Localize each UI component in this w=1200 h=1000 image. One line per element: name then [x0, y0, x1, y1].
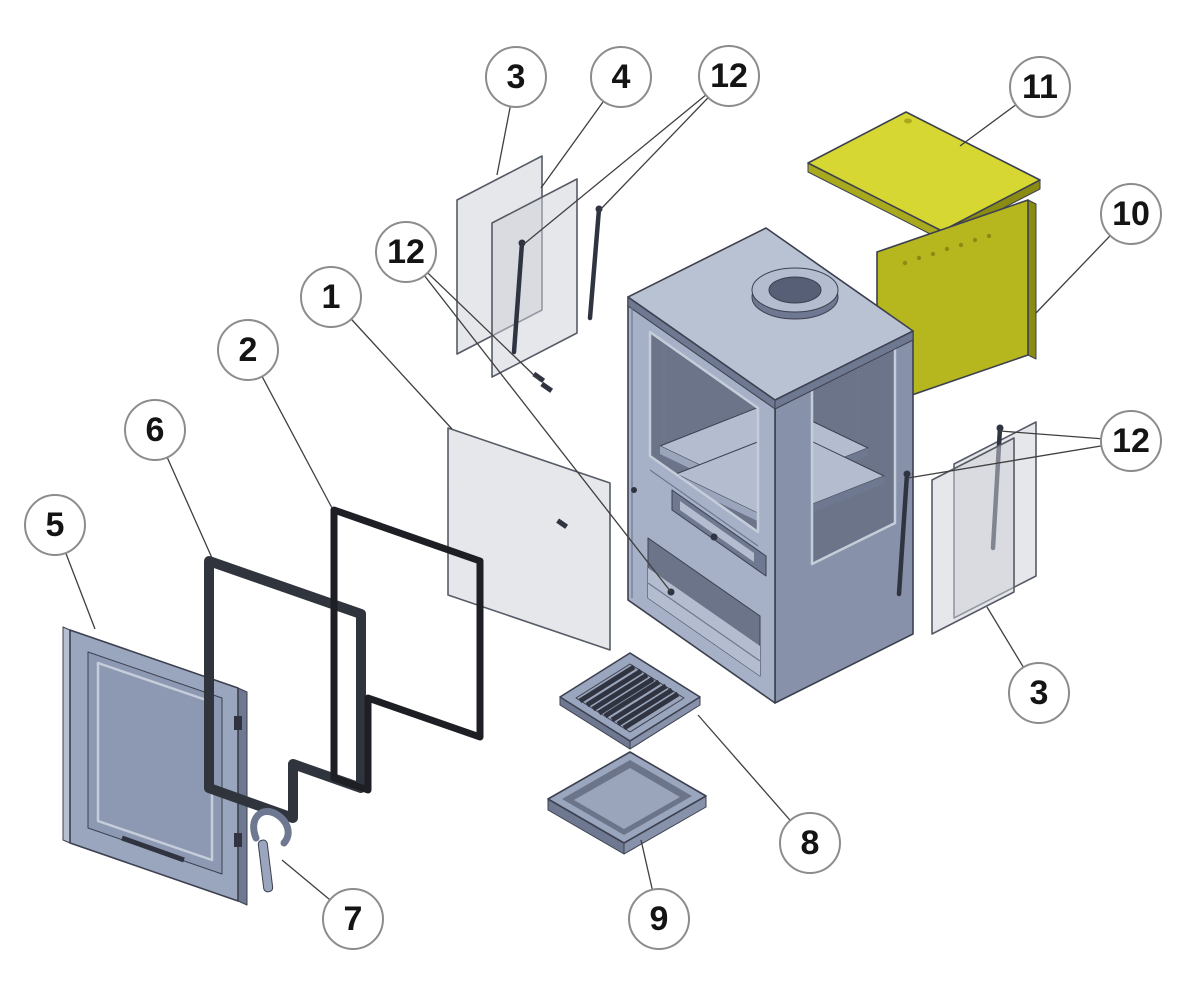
callout-balloon-4: 4 — [590, 46, 652, 108]
glass-clip — [532, 371, 546, 383]
callout-balloon-9: 9 — [628, 888, 690, 950]
door-hinge-tab — [234, 833, 242, 847]
balloon-number: 3 — [507, 58, 526, 96]
callout-balloon-6: 6 — [124, 399, 186, 461]
front-window-frame — [648, 330, 760, 534]
glass-clamp-rod — [896, 471, 910, 597]
balloon-circle — [124, 399, 186, 461]
side-panel-holes — [902, 233, 992, 266]
leader-line — [907, 440, 1132, 479]
right-glass-assembly — [896, 421, 1037, 635]
glass-clamp-rod — [587, 206, 602, 321]
callout-balloon-11: 11 — [1009, 56, 1071, 118]
balloon-circle — [485, 46, 547, 108]
stove-body — [627, 227, 914, 704]
rod-stud — [595, 205, 603, 213]
door-window-line — [96, 661, 214, 862]
callout-balloon-2: 2 — [217, 319, 279, 381]
hinge-pin — [631, 487, 637, 493]
balloon-number: 1 — [322, 278, 341, 316]
callout-balloon-12: 12 — [698, 45, 760, 107]
right-side-glass-front — [931, 437, 1015, 635]
balloon-circle — [1100, 410, 1162, 472]
balloon-number: 7 — [344, 900, 363, 938]
door-gasket — [330, 506, 484, 794]
balloon-number: 9 — [650, 900, 669, 938]
balloon-number: 12 — [710, 57, 748, 95]
rod-stud — [903, 470, 911, 478]
rod-stud — [996, 424, 1004, 432]
balloon-number: 12 — [1112, 422, 1150, 460]
door-hinge-tab — [234, 716, 242, 730]
door — [62, 626, 248, 906]
leader-line — [523, 75, 730, 245]
left-glass-assembly — [456, 155, 603, 393]
door-slot — [121, 835, 185, 863]
glass-clip — [540, 381, 554, 393]
balloon-circle — [1009, 56, 1071, 118]
callout-balloon-3: 3 — [485, 46, 547, 108]
side-panel-edge — [1027, 199, 1037, 360]
balloon-number: 5 — [46, 506, 65, 544]
top-panel-hole — [904, 118, 912, 124]
pan-floor — [574, 768, 680, 829]
balloon-number: 10 — [1112, 195, 1150, 233]
front-glass-pane — [447, 427, 611, 651]
balloon-circle — [698, 45, 760, 107]
callout-balloon-8: 8 — [779, 812, 841, 874]
door-inner-panel — [87, 651, 223, 875]
flue-opening — [768, 276, 822, 304]
flue-collar — [751, 267, 839, 320]
door-handle — [250, 808, 292, 893]
door-left-edge — [62, 626, 71, 844]
balloon-circle — [1100, 183, 1162, 245]
callout-balloon-12: 12 — [375, 221, 437, 283]
balloon-circle — [300, 266, 362, 328]
balloon-number: 4 — [612, 58, 631, 96]
balloon-number: 6 — [146, 411, 165, 449]
ash-pan — [547, 751, 707, 855]
air-slider — [680, 501, 754, 562]
balloon-circle — [375, 221, 437, 283]
handle-hook — [250, 808, 292, 847]
top-panel-surface — [807, 111, 1041, 232]
balloon-circle — [322, 888, 384, 950]
balloon-number: 3 — [1030, 674, 1049, 712]
air-control-recess — [671, 489, 767, 577]
balloon-number: 12 — [387, 233, 425, 271]
rod-stud — [518, 239, 526, 247]
leader-line — [405, 251, 541, 382]
callout-balloon-3: 3 — [1008, 662, 1070, 724]
callout-balloon-7: 7 — [322, 888, 384, 950]
handle-shaft — [257, 839, 274, 893]
left-side-glass-inner — [491, 178, 578, 378]
top-cover-panel — [807, 111, 1041, 241]
balloon-number: 8 — [801, 824, 820, 862]
leader-line — [598, 75, 730, 212]
balloon-circle — [217, 319, 279, 381]
glass-retainer-frame — [204, 556, 366, 823]
glass-clamp-rod — [511, 240, 525, 355]
balloon-number: 11 — [1022, 68, 1058, 106]
balloon-circle — [779, 812, 841, 874]
air-knob — [710, 533, 718, 541]
grate-slots — [578, 664, 680, 731]
callout-balloon-5: 5 — [24, 494, 86, 556]
callout-balloon-1: 1 — [300, 266, 362, 328]
balloon-number: 2 — [239, 331, 258, 369]
balloon-circle — [1008, 662, 1070, 724]
callout-balloon-12: 12 — [1100, 410, 1162, 472]
balloon-circle — [24, 494, 86, 556]
glass-clip — [556, 518, 569, 529]
balloon-circle — [590, 46, 652, 108]
callout-balloon-10: 10 — [1100, 183, 1162, 245]
fire-grate — [559, 652, 701, 750]
lower-opening — [647, 537, 761, 677]
balloon-circle — [628, 888, 690, 950]
leader-line — [405, 251, 672, 593]
